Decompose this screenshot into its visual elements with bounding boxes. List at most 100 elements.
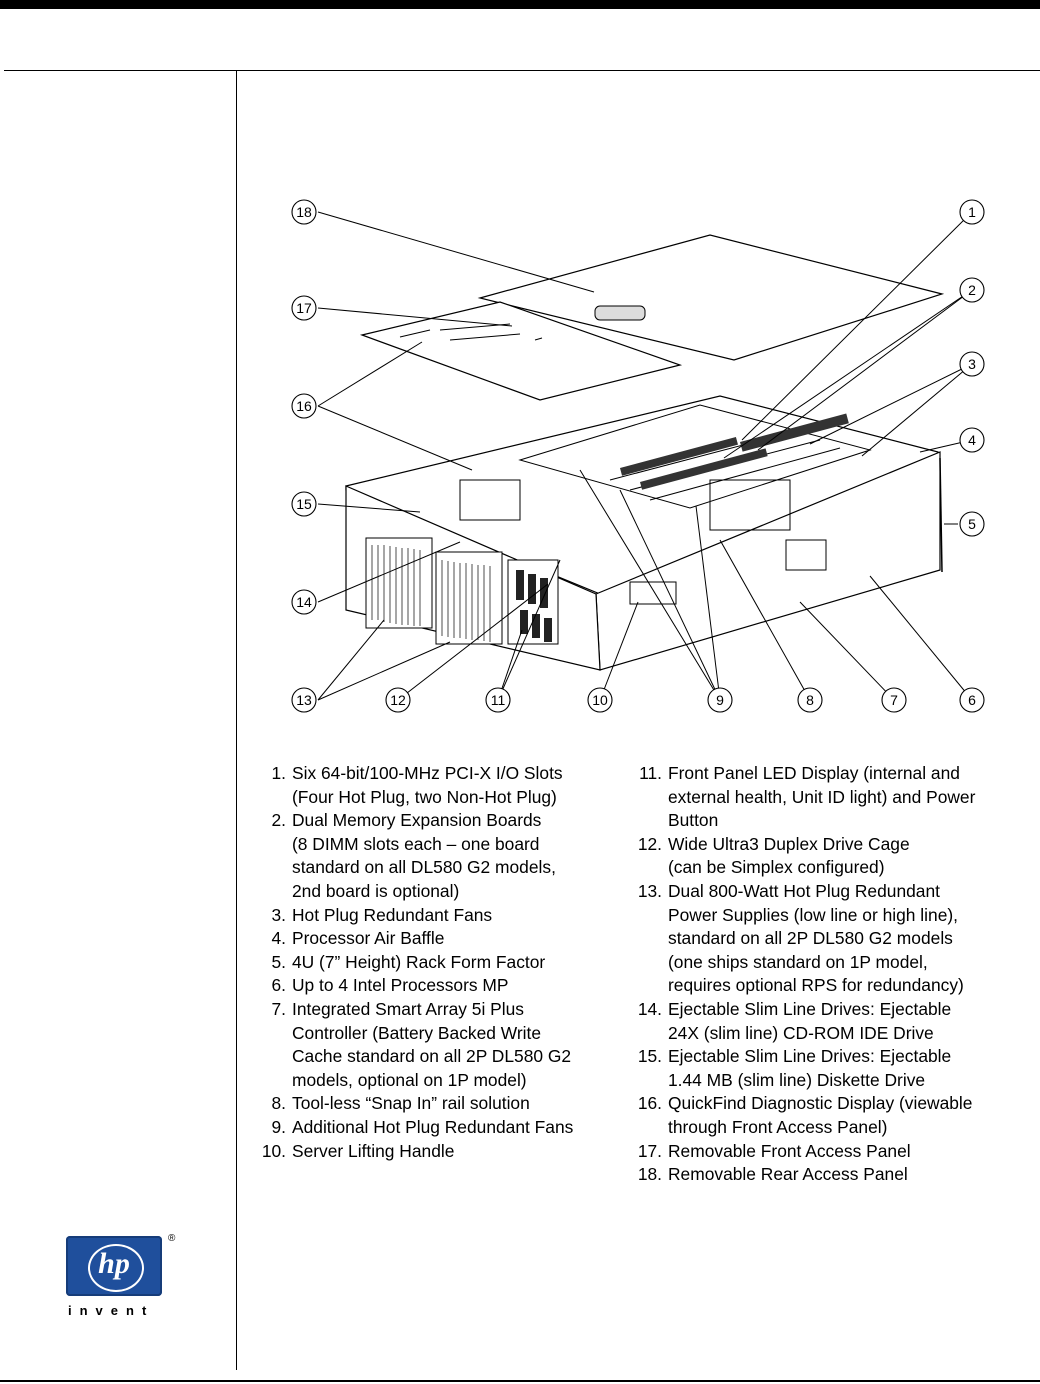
legend-line: Controller (Battery Backed Write [292,1022,542,1043]
callout-6: 6 [959,687,985,713]
legend-line: (can be Simplex configured) [668,857,885,878]
legend-item-18: 18. Removable Rear Access Panel [628,1163,1028,1187]
legend-line: models, optional on 1P model) [292,1069,527,1090]
legend-item-5: 5. 4U (7” Height) Rack Form Factor [252,951,622,975]
legend-line: standard on all 2P DL580 G2 models [668,928,953,949]
callout-11: 11 [485,687,511,713]
hp-logo: hp ® invent [66,1233,186,1323]
footer-rule [0,1380,1040,1382]
legend-line: Hot Plug Redundant Fans [292,904,493,925]
legend-item-12: 12. Wide Ultra3 Duplex Drive Cage(can be… [628,833,1028,880]
legend-line: Server Lifting Handle [292,1140,455,1161]
svg-text:13: 13 [296,692,312,708]
callout-14: 14 [291,589,317,615]
svg-text:17: 17 [296,300,312,316]
legend-line: Integrated Smart Array 5i Plus [292,998,524,1019]
svg-text:15: 15 [296,496,312,512]
callout-1: 1 [959,199,985,225]
legend-line: Power Supplies (low line or high line), [668,904,958,925]
svg-text:3: 3 [968,356,976,372]
svg-text:2: 2 [968,282,976,298]
legend-item-3: 3. Hot Plug Redundant Fans [252,904,622,928]
svg-text:4: 4 [968,432,976,448]
legend-line: Additional Hot Plug Redundant Fans [292,1116,574,1137]
legend-number: 6. [271,975,286,996]
legend-line: Ejectable Slim Line Drives: Ejectable [668,998,952,1019]
header-rule [4,70,1040,71]
legend-line: Up to 4 Intel Processors MP [292,975,509,996]
legend-line: Removable Front Access Panel [668,1140,911,1161]
legend-line: (one ships standard on 1P model, [668,951,928,972]
legend-number: 17. [637,1140,662,1161]
svg-text:16: 16 [296,398,312,414]
front-access-panel [359,301,683,401]
legend-line: 2nd board is optional) [292,880,460,901]
callout-16: 16 [291,393,317,419]
legend-number: 16. [637,1093,662,1114]
legend-line: Tool-less “Snap In” rail solution [292,1093,530,1114]
legend-number: 14. [637,998,662,1019]
legend-line: Button [668,810,719,831]
svg-text:12: 12 [390,692,406,708]
legend-line: Front Panel LED Display (internal and [668,763,960,783]
svg-text:11: 11 [491,692,506,708]
legend-number: 9. [271,1116,286,1137]
svg-text:5: 5 [968,516,976,532]
legend-item-15: 15. Ejectable Slim Line Drives: Ejectabl… [628,1045,1028,1092]
legend-item-17: 17. Removable Front Access Panel [628,1140,1028,1164]
legend-number: 3. [271,904,286,925]
legend-item-6: 6. Up to 4 Intel Processors MP [252,974,622,998]
legend-line: Cache standard on all 2P DL580 G2 [292,1046,572,1067]
legend-item-1: 1. Six 64-bit/100-MHz PCI-X I/O Slots(Fo… [252,762,622,809]
side-handle [785,539,827,571]
svg-text:7: 7 [890,692,898,708]
lifting-handle [629,581,677,605]
legend-item-2: 2. Dual Memory Expansion Boards(8 DIMM s… [252,809,622,903]
legend-line: 24X (slim line) CD-ROM IDE Drive [668,1022,934,1043]
legend-line: through Front Access Panel) [668,1116,888,1137]
legend-line: 1.44 MB (slim line) Diskette Drive [668,1069,926,1090]
legend-number: 10. [261,1140,286,1161]
legend-item-9: 9. Additional Hot Plug Redundant Fans [252,1116,622,1140]
legend-line: Dual 800-Watt Hot Plug Redundant [668,880,940,901]
legend-item-10: 10. Server Lifting Handle [252,1140,622,1164]
legend-line: QuickFind Diagnostic Display (viewable [668,1093,973,1114]
legend-line: (Four Hot Plug, two Non-Hot Plug) [292,786,557,807]
legend-number: 15. [637,1046,662,1067]
hp-logo-text: hp [98,1247,130,1280]
callout-4: 4 [959,427,985,453]
callout-18: 18 [291,199,317,225]
server-exploded-diagram: 1 2 3 4 5 6 7 8 9 10 11 12 13 14 15 16 1… [280,190,1000,730]
legend-item-4: 4. Processor Air Baffle [252,927,622,951]
callout-7: 7 [881,687,907,713]
svg-text:9: 9 [716,692,724,708]
registered-mark: ® [168,1233,176,1244]
hp-logo-tagline: invent [68,1303,155,1318]
hp-logo-badge: hp [66,1236,162,1296]
rear-access-panel [477,234,945,361]
legend-line: requires optional RPS for redundancy) [668,975,964,996]
callout-3: 3 [959,351,985,377]
legend-number: 8. [271,1093,286,1114]
legend-number: 5. [271,951,286,972]
legend-number: 11. [639,763,662,783]
svg-text:6: 6 [968,692,976,708]
legend-left-column: 1. Six 64-bit/100-MHz PCI-X I/O Slots(Fo… [252,762,622,1163]
callout-12: 12 [385,687,411,713]
legend-number: 2. [271,810,286,831]
callout-13: 13 [291,687,317,713]
legend-line: 4U (7” Height) Rack Form Factor [292,951,546,972]
callout-9: 9 [707,687,733,713]
callout-17: 17 [291,295,317,321]
legend-line: Removable Rear Access Panel [668,1164,908,1185]
sidebar-divider [236,70,237,1370]
svg-text:1: 1 [968,204,976,220]
server-illustration: 1 2 3 4 5 6 7 8 9 10 11 12 13 14 15 16 1… [291,199,985,713]
svg-text:18: 18 [296,204,312,220]
panel-latch [594,305,646,321]
legend-line: external health, Unit ID light) and Powe… [668,786,976,807]
legend-line: Wide Ultra3 Duplex Drive Cage [668,833,910,854]
callout-8: 8 [797,687,823,713]
